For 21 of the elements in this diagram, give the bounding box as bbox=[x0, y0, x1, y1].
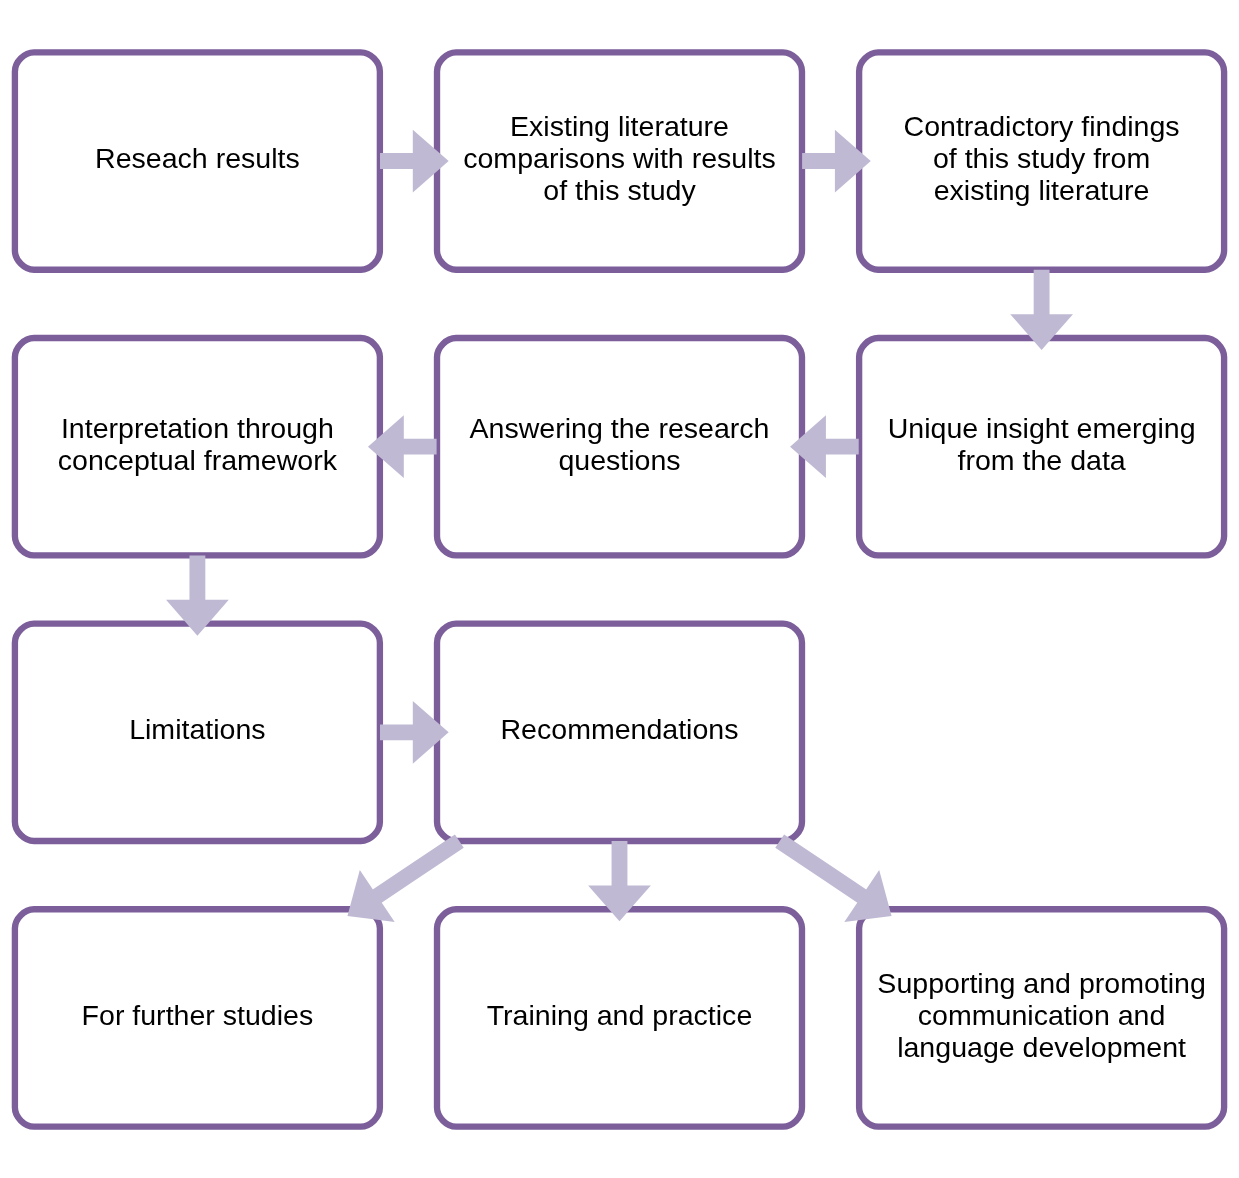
node-box: Interpretation through conceptual framework bbox=[11, 334, 384, 559]
arrow bbox=[367, 414, 437, 478]
node-box: Recommendations bbox=[433, 619, 806, 844]
node-box: Reseach results bbox=[11, 48, 384, 273]
node-box: Supporting and promoting communication and language development bbox=[855, 905, 1228, 1130]
arrow bbox=[347, 834, 464, 922]
arrow bbox=[380, 129, 449, 192]
arrow bbox=[166, 554, 229, 636]
arrow bbox=[380, 700, 449, 764]
node-box: For further studies bbox=[11, 905, 384, 1130]
arrow bbox=[775, 834, 892, 922]
arrow bbox=[588, 840, 651, 921]
arrow bbox=[802, 129, 871, 192]
arrow bbox=[1010, 269, 1073, 350]
node-box: Answering the research questions bbox=[433, 334, 806, 559]
node-box: Existing literature comparisons with results of this study bbox=[433, 48, 806, 273]
node-box: Training and practice bbox=[433, 905, 806, 1130]
node-box: Unique insight emerging from the data bbox=[855, 334, 1228, 559]
arrow bbox=[790, 414, 859, 478]
node-box: Contradictory findings of this study from existing literature bbox=[855, 48, 1228, 273]
node-box: Limitations bbox=[11, 619, 384, 844]
